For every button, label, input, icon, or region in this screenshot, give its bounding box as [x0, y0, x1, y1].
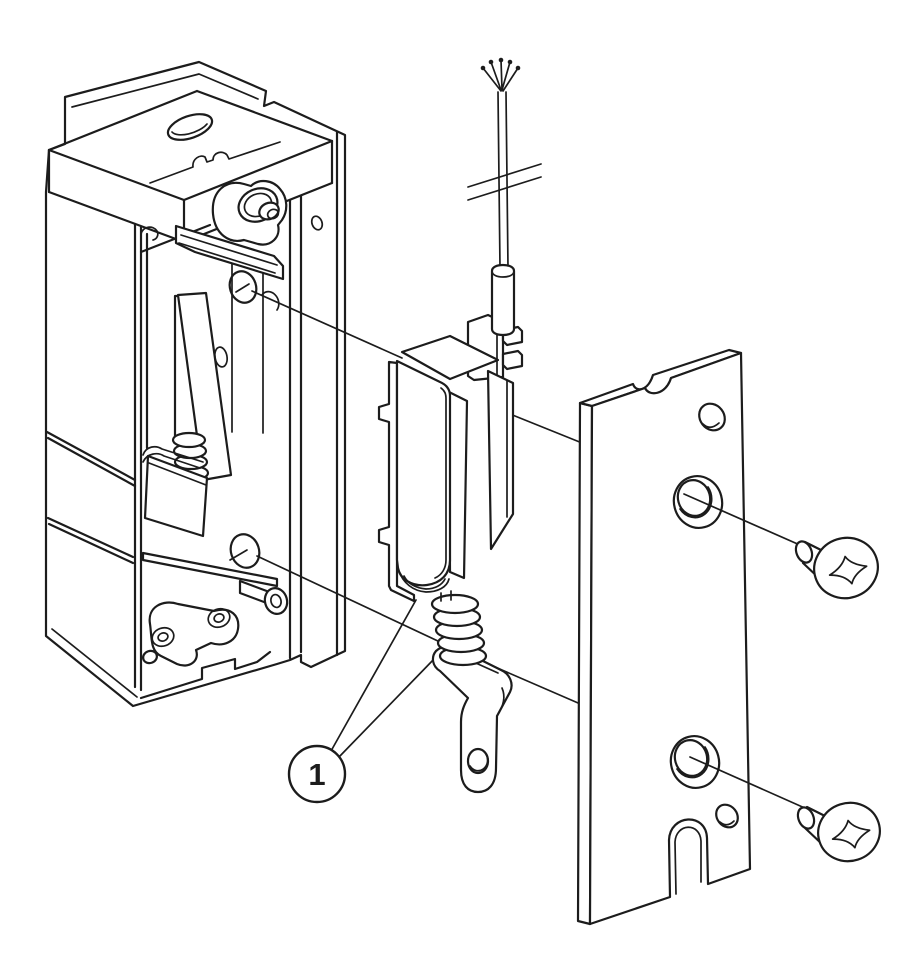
plunger-spring — [430, 593, 488, 667]
mounting-screw-upper — [683, 493, 879, 600]
bracket-pin — [310, 215, 324, 231]
body-spring — [171, 431, 207, 449]
armature-link — [431, 644, 513, 794]
latch-ramp — [174, 224, 285, 281]
upper-mount-hole — [228, 270, 258, 304]
phillips-recess-icon — [828, 555, 868, 585]
callout-leaders — [330, 599, 437, 758]
faceplate-screw-hole-lower — [669, 735, 721, 789]
wire-strands — [482, 59, 519, 92]
strike-lock-body-drawing — [44, 60, 347, 708]
alignment-lines — [251, 290, 593, 707]
callout-balloon: 1 — [287, 744, 347, 804]
faceplate-slot — [674, 826, 702, 895]
mounting-screw-lower — [689, 756, 881, 863]
callout-circle — [287, 744, 347, 804]
cap-hole — [166, 113, 214, 141]
faceplate-screw-hole-upper — [672, 475, 724, 529]
callout-label: 1 — [308, 757, 325, 792]
faceplate-drawing — [576, 348, 752, 926]
faceplate-front — [588, 351, 752, 926]
keeper-arm — [176, 291, 233, 482]
cable-sleeve — [490, 263, 516, 337]
phillips-recess-icon — [831, 819, 871, 849]
keeper-flap — [143, 454, 209, 538]
wire-lead — [497, 91, 509, 269]
pivot-pin — [263, 587, 289, 615]
solenoid-coil-body — [395, 359, 452, 587]
solenoid-actuator-assembly-drawing — [377, 57, 542, 794]
cam-lever — [148, 601, 240, 667]
lower-mount-hole — [229, 533, 261, 569]
wire-break-symbol — [467, 163, 542, 201]
cap-keeper-notch — [149, 141, 281, 184]
faceplate-hole-small-bottom — [715, 803, 739, 829]
latch-pivot-head — [211, 179, 288, 246]
